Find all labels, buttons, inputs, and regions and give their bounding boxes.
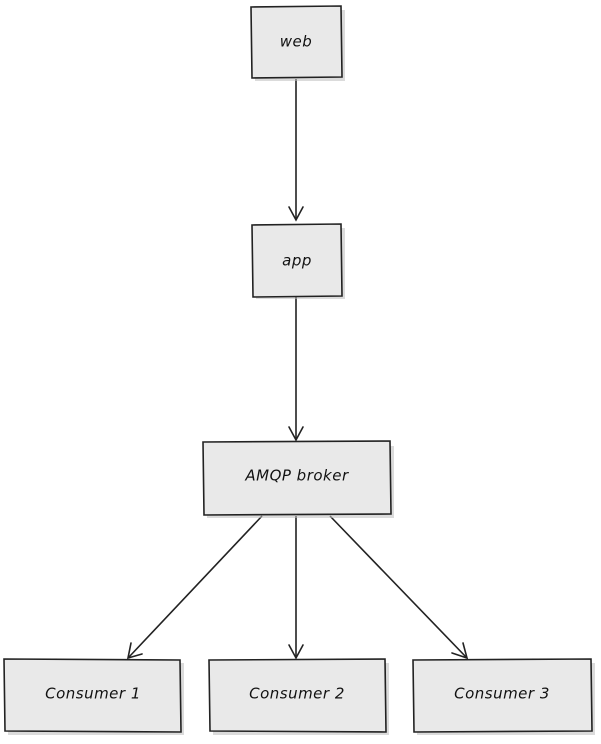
node-consumer-3: Consumer 3 [412, 658, 595, 735]
edge-broker-to-consumer-2 [288, 516, 304, 660]
node-web-label: web [280, 33, 313, 51]
node-app-label: app [282, 252, 312, 270]
edge-broker-to-consumer-3 [329, 515, 469, 660]
node-consumer-2: Consumer 2 [208, 658, 389, 735]
edge-app-to-broker [288, 297, 304, 442]
edge-web-to-app [288, 79, 304, 222]
edge-broker-to-consumer-1 [126, 515, 263, 660]
edges [126, 79, 469, 660]
node-consumer-1: Consumer 1 [3, 658, 184, 735]
node-consumer-2-label: Consumer 2 [249, 685, 345, 703]
node-consumer-1-label: Consumer 1 [45, 685, 141, 703]
node-amqp-broker: AMQP broker [202, 440, 394, 518]
node-amqp-broker-label: AMQP broker [244, 467, 349, 485]
node-web: web [250, 5, 345, 81]
node-app: app [251, 223, 345, 299]
node-consumer-3-label: Consumer 3 [454, 685, 550, 703]
